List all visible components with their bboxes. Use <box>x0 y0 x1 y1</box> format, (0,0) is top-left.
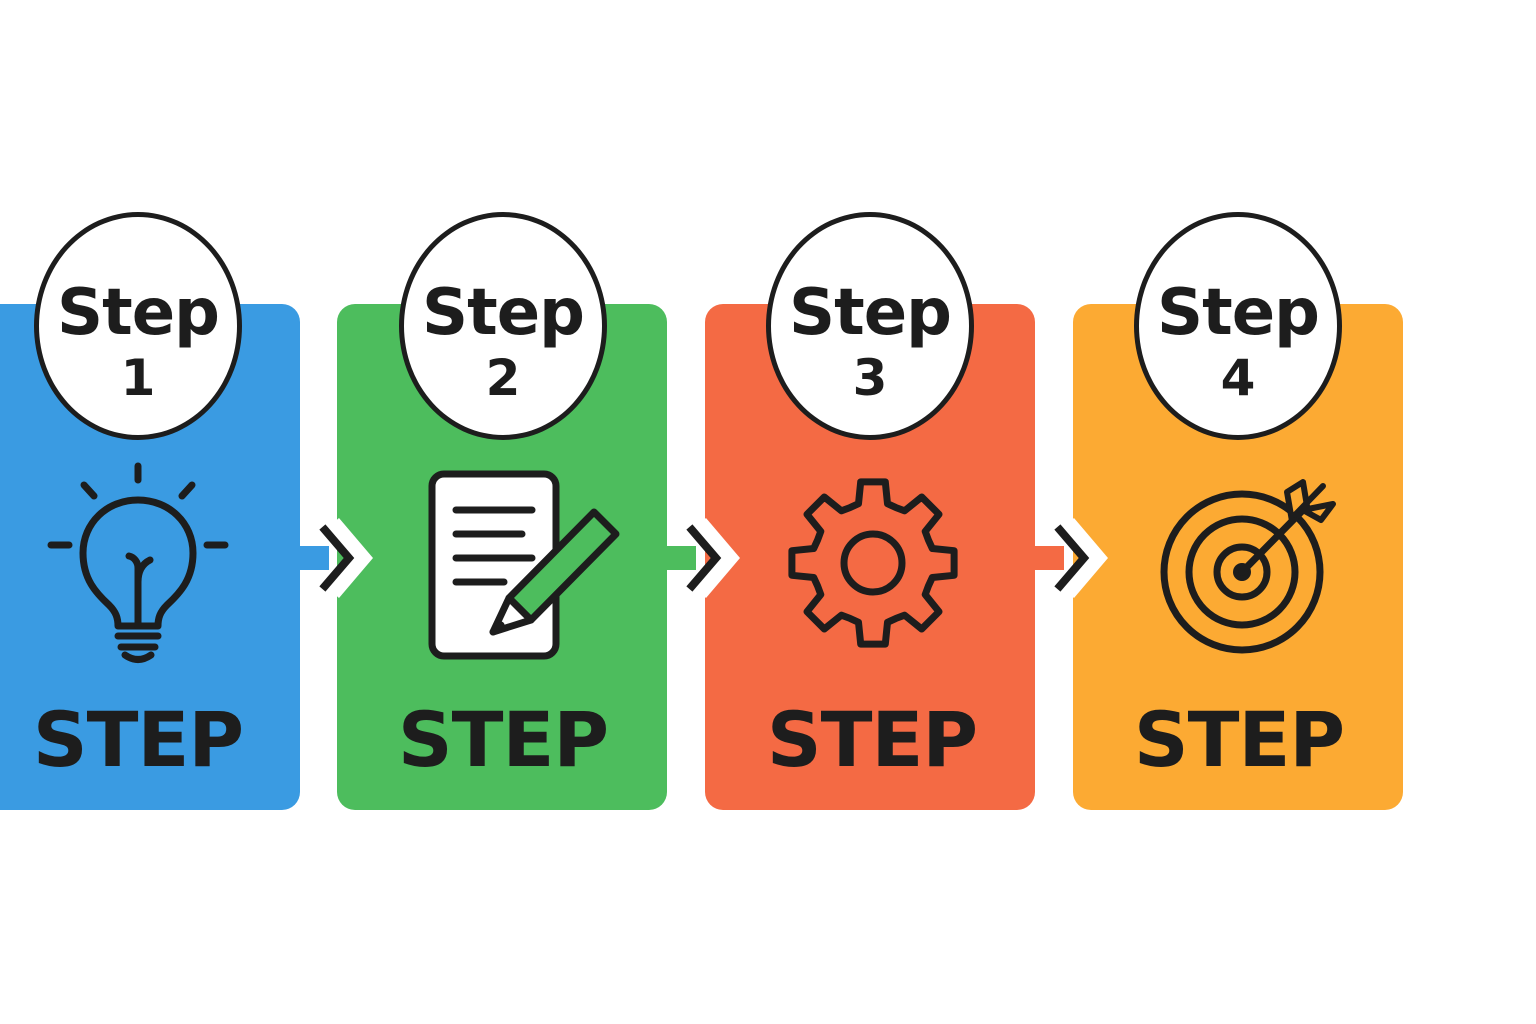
step-1-badge-word: Step <box>57 276 220 350</box>
step-1-label: STEP <box>32 695 244 784</box>
step-1-badge: Step 1 <box>34 212 242 440</box>
step-2-badge-number: 2 <box>485 349 521 407</box>
target-arrow-icon <box>1160 479 1336 654</box>
step-1-badge-number: 1 <box>120 349 156 407</box>
chevron-right-icon <box>658 518 740 598</box>
chevron-right-icon <box>1026 518 1108 598</box>
step-2-badge: Step 2 <box>399 212 607 440</box>
step-4-badge-word: Step <box>1157 276 1320 350</box>
chevron-right-icon <box>291 518 373 598</box>
step-2-badge-word: Step <box>422 276 585 350</box>
gear-icon <box>788 478 958 648</box>
step-3-label: STEP <box>766 695 978 784</box>
lightbulb-icon <box>47 462 229 663</box>
step-2-label: STEP <box>397 695 609 784</box>
step-4-badge-number: 4 <box>1220 349 1256 407</box>
step-3-badge-word: Step <box>789 276 952 350</box>
step-4-label: STEP <box>1133 695 1345 784</box>
document-pencil-icon <box>428 470 620 660</box>
step-4-badge: Step 4 <box>1134 212 1342 440</box>
step-3-badge: Step 3 <box>766 212 974 440</box>
step-3-badge-number: 3 <box>852 349 888 407</box>
